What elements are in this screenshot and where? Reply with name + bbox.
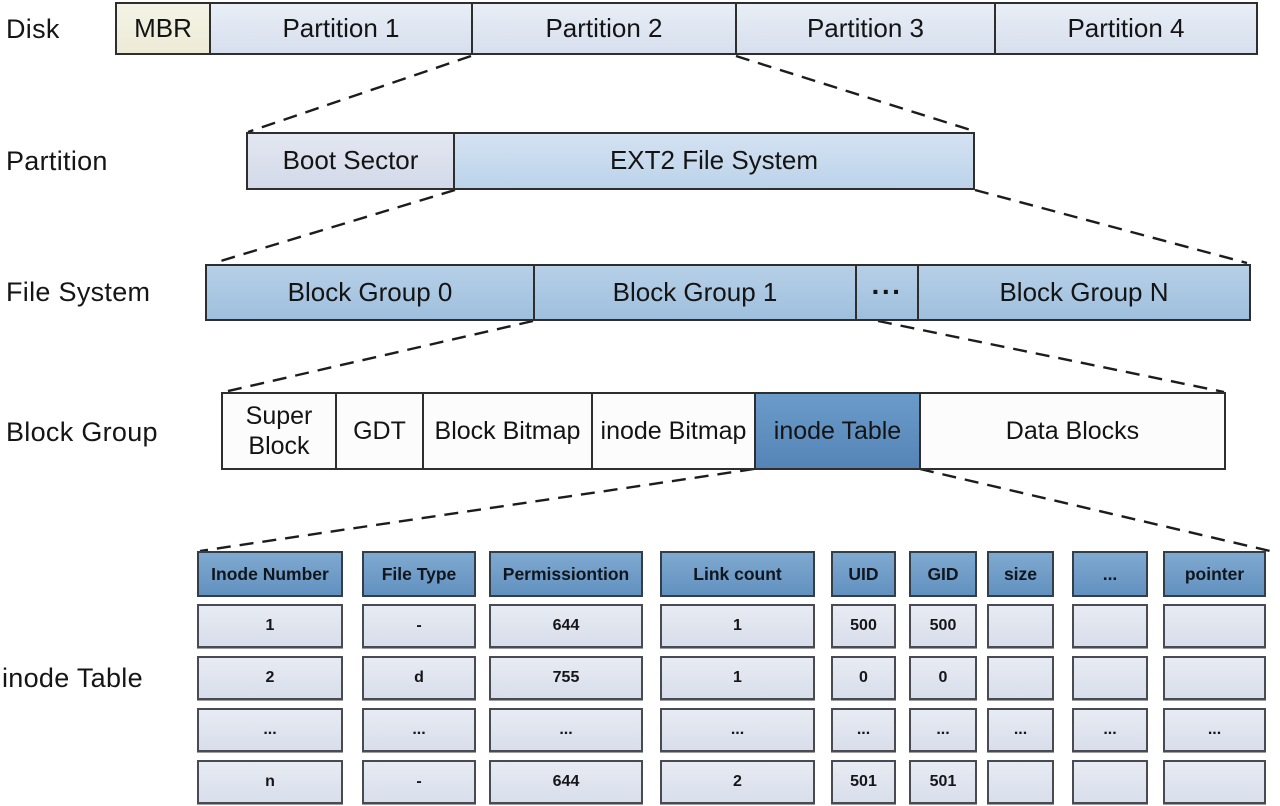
inode-table-cell: ... — [987, 708, 1054, 752]
connector-line — [877, 319, 1225, 394]
inode-table-header-size: size — [987, 551, 1054, 597]
blockgroup-box-inode-bitmap: inode Bitmap — [591, 392, 756, 470]
connector-line — [247, 54, 472, 134]
row-label-partition: Partition — [6, 146, 108, 176]
inode-table-cell — [987, 656, 1054, 700]
inode-table-header-link-count: Link count — [660, 551, 815, 597]
connector-line — [974, 188, 1248, 265]
filesystem-box-block-group-1: Block Group 1 — [533, 264, 857, 321]
blockgroup-box-block-bitmap: Block Bitmap — [422, 392, 593, 470]
inode-table-cell: 0 — [909, 656, 977, 700]
connector-line — [213, 188, 456, 265]
inode-table-header-inode-number: Inode Number — [197, 551, 343, 597]
inode-table-cell: 644 — [489, 760, 643, 804]
disk-box-partition-4: Partition 4 — [994, 2, 1258, 55]
connector-line — [735, 54, 978, 134]
inode-table-header-ellipsis: ... — [1072, 551, 1148, 597]
blockgroup-box-inode-table: inode Table — [754, 392, 921, 470]
inode-table-cell: - — [362, 760, 476, 804]
blockgroup-box-super-block: Super Block — [221, 392, 337, 470]
filesystem-box-ellipsis: ··· — [855, 264, 919, 321]
inode-table-cell — [987, 604, 1054, 648]
inode-table-cell — [1163, 604, 1266, 648]
blockgroup-box-gdt: GDT — [335, 392, 424, 470]
row-label-disk: Disk — [6, 14, 60, 44]
inode-table-cell: 1 — [660, 656, 815, 700]
connector-line — [919, 467, 1271, 553]
inode-table-cell: ... — [909, 708, 977, 752]
inode-table-cell — [1163, 760, 1266, 804]
inode-table-cell — [1072, 604, 1148, 648]
partition-box-boot-sector: Boot Sector — [246, 132, 455, 190]
filesystem-box-block-group-0: Block Group 0 — [205, 264, 535, 321]
blockgroup-box-data-blocks: Data Blocks — [919, 392, 1226, 470]
inode-table-cell: ... — [1163, 708, 1266, 752]
inode-table-cell: ... — [831, 708, 896, 752]
inode-table-header-file-type: File Type — [362, 551, 476, 597]
inode-table-cell — [1072, 760, 1148, 804]
inode-table-cell: ... — [197, 708, 343, 752]
row-label-file-system: File System — [6, 277, 151, 307]
inode-table-cell: 1 — [197, 604, 343, 648]
disk-box-partition-2: Partition 2 — [471, 2, 737, 55]
inode-table-cell: 2 — [197, 656, 343, 700]
inode-table-header-uid: UID — [831, 551, 896, 597]
inode-table-cell: ... — [362, 708, 476, 752]
disk-box-partition-1: Partition 1 — [209, 2, 473, 55]
inode-table-cell: 501 — [831, 760, 896, 804]
disk-box-partition-3: Partition 3 — [735, 2, 996, 55]
connector-line — [199, 467, 755, 553]
inode-table-cell — [1163, 656, 1266, 700]
filesystem-box-block-group-n: Block Group N — [917, 264, 1251, 321]
inode-table-header-permission: Permissiontion — [489, 551, 643, 597]
inode-table-cell: n — [197, 760, 343, 804]
inode-table-cell: ... — [660, 708, 815, 752]
inode-table-cell: 501 — [909, 760, 977, 804]
inode-table-cell: 500 — [831, 604, 896, 648]
connector-line — [223, 319, 534, 394]
row-label-block-group: Block Group — [6, 417, 158, 447]
inode-table-cell: 500 — [909, 604, 977, 648]
inode-table-header-pointer: pointer — [1163, 551, 1266, 597]
inode-table-cell: 0 — [831, 656, 896, 700]
inode-table-cell: 2 — [660, 760, 815, 804]
inode-table-cell: - — [362, 604, 476, 648]
row-label-inode-table: inode Table — [2, 663, 143, 693]
inode-table-cell: ... — [1072, 708, 1148, 752]
inode-table-cell — [987, 760, 1054, 804]
inode-table-cell: ... — [489, 708, 643, 752]
inode-table-cell: 1 — [660, 604, 815, 648]
disk-box-mbr: MBR — [115, 2, 211, 55]
inode-table-header-gid: GID — [909, 551, 977, 597]
inode-table-cell: 755 — [489, 656, 643, 700]
inode-table-cell — [1072, 656, 1148, 700]
inode-table-cell: d — [362, 656, 476, 700]
inode-table-cell: 644 — [489, 604, 643, 648]
partition-box-ext2: EXT2 File System — [453, 132, 975, 190]
